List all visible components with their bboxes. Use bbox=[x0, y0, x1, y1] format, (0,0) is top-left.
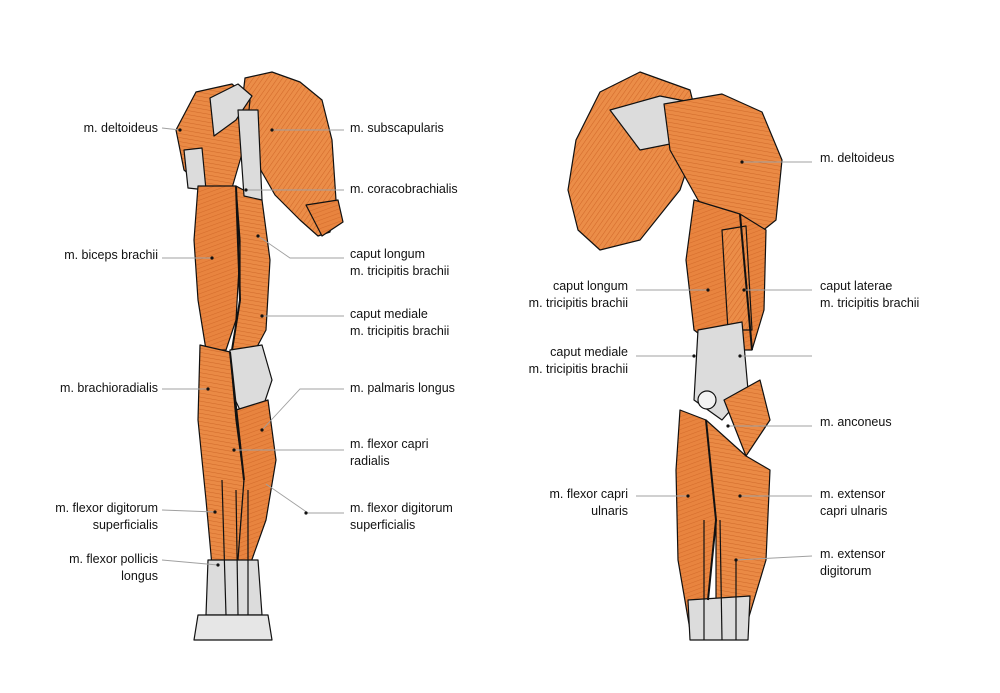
label-line: ulnaris bbox=[591, 504, 628, 518]
label-back-caput-mediale: caput mediale m. tricipitis brachii bbox=[529, 344, 628, 378]
label-front-palmaris: m. palmaris longus bbox=[350, 380, 455, 397]
label-back-caput-longum: caput longum m. tricipitis brachii bbox=[529, 278, 628, 312]
label-back-deltoideus: m. deltoideus bbox=[820, 150, 894, 167]
label-line: m. flexor capri bbox=[549, 487, 629, 501]
label-line: m. flexor digitorum bbox=[55, 501, 158, 515]
label-line: caput longum bbox=[552, 279, 628, 293]
label-line: m. brachioradialis bbox=[60, 381, 158, 395]
label-front-flexor-digitorum-right: m. flexor digitorum superficialis bbox=[350, 500, 453, 534]
label-line: caput mediale bbox=[350, 307, 428, 321]
label-front-flexor-capri-radialis: m. flexor capri radialis bbox=[350, 436, 429, 470]
label-line: caput longum bbox=[350, 247, 426, 261]
label-line: m. flexor digitorum bbox=[350, 501, 453, 515]
label-line: m. flexor pollicis bbox=[69, 552, 158, 566]
label-line: m. tricipitis brachii bbox=[350, 324, 450, 338]
label-line: radialis bbox=[350, 454, 390, 468]
label-line: m. subscapularis bbox=[350, 121, 444, 135]
label-line: m. tricipitis brachii bbox=[528, 296, 628, 310]
label-line: m. tricipitis brachii bbox=[350, 264, 450, 278]
label-front-biceps: m. biceps brachii bbox=[64, 247, 158, 264]
label-front-caput-longum: caput longum m. tricipitis brachii bbox=[350, 246, 449, 280]
label-back-caput-laterae: caput laterae m. tricipitis brachii bbox=[820, 278, 919, 312]
label-front-flexor-digitorum-left: m. flexor digitorum superficialis bbox=[55, 500, 158, 534]
label-back-flexor-capri-ulnaris: m. flexor capri ulnaris bbox=[550, 486, 629, 520]
label-line: capri ulnaris bbox=[820, 504, 888, 518]
label-line: superficialis bbox=[350, 518, 416, 532]
label-line: m. extensor bbox=[820, 487, 886, 501]
leader-dots bbox=[178, 128, 746, 567]
label-front-subscapularis: m. subscapularis bbox=[350, 120, 444, 137]
label-line: m. flexor capri bbox=[350, 437, 429, 451]
front-arm bbox=[175, 71, 344, 641]
label-back-anconeus: m. anconeus bbox=[820, 414, 892, 431]
leader-lines bbox=[161, 127, 813, 566]
label-line: m. tricipitis brachii bbox=[820, 296, 920, 310]
back-deltoid-shape bbox=[663, 93, 783, 237]
label-front-coracobrachialis: m. coracobrachialis bbox=[350, 181, 458, 198]
label-line: m. anconeus bbox=[820, 415, 892, 429]
label-front-deltoideus: m. deltoideus bbox=[84, 120, 158, 137]
label-front-flexor-pollicis: m. flexor pollicis longus bbox=[69, 551, 158, 585]
label-line: digitorum bbox=[820, 564, 872, 578]
label-line: caput mediale bbox=[550, 345, 628, 359]
label-line: m. palmaris longus bbox=[350, 381, 455, 395]
label-line: caput laterae bbox=[820, 279, 893, 293]
label-line: m. biceps brachii bbox=[64, 248, 158, 262]
label-front-brachioradialis: m. brachioradialis bbox=[60, 380, 158, 397]
label-line: m. extensor bbox=[820, 547, 886, 561]
label-back-extensor-capri-ulnaris: m. extensor capri ulnaris bbox=[820, 486, 887, 520]
label-line: superficialis bbox=[92, 518, 158, 532]
label-back-extensor-digitorum: m. extensor digitorum bbox=[820, 546, 885, 580]
label-line: m. deltoideus bbox=[83, 121, 158, 135]
biceps-shape bbox=[193, 185, 241, 351]
back-arm bbox=[567, 71, 783, 641]
label-line: m. deltoideus bbox=[820, 151, 895, 165]
label-line: m. tricipitis brachii bbox=[528, 362, 628, 376]
label-line: m. coracobrachialis bbox=[350, 182, 458, 196]
label-line: longus bbox=[121, 569, 158, 583]
label-front-caput-mediale: caput mediale m. tricipitis brachii bbox=[350, 306, 449, 340]
